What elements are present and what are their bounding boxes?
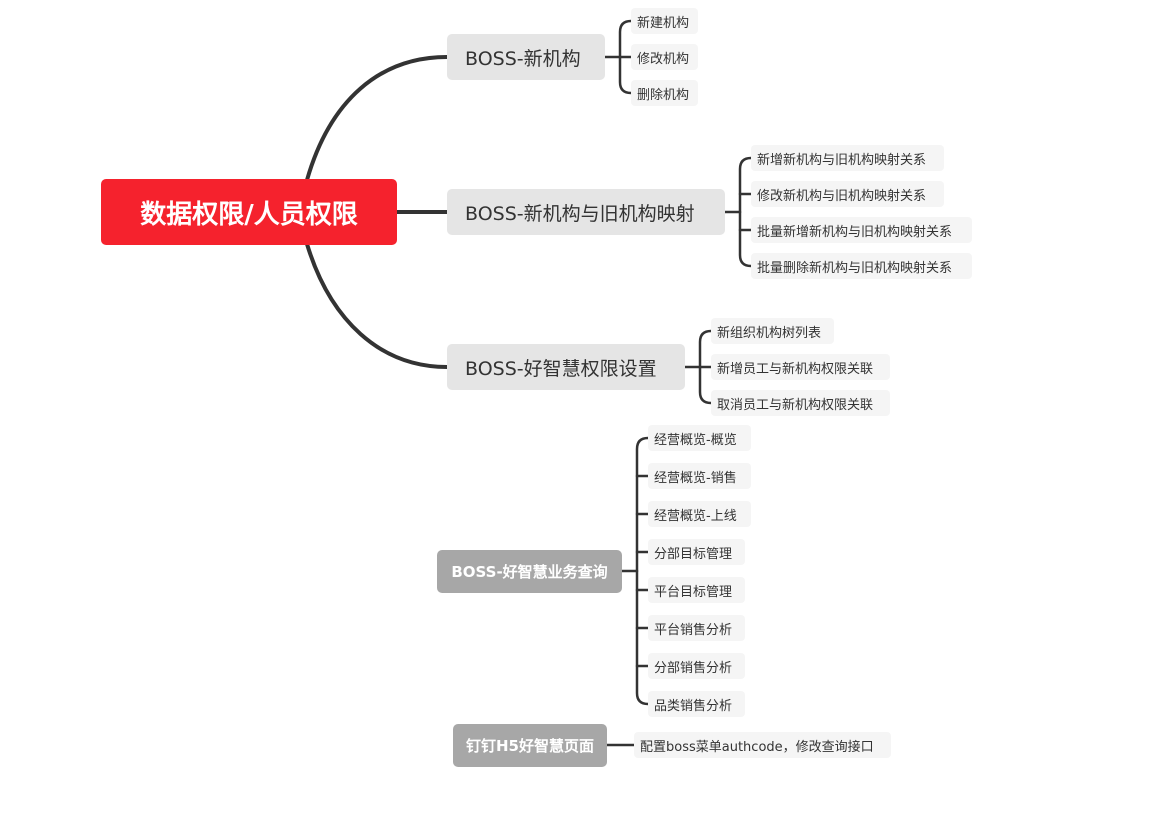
root-topic[interactable]: 数据权限/人员权限 (101, 179, 397, 245)
leaf-label: 批量新增新机构与旧机构映射关系 (757, 224, 953, 240)
leaf-topic[interactable]: 取消员工与新机构权限关联 (711, 390, 890, 416)
leaf-topic[interactable]: 批量新增新机构与旧机构映射关系 (751, 217, 972, 243)
leaf-label: 品类销售分析 (654, 698, 733, 714)
leaf-label: 经营概览-概览 (654, 432, 737, 448)
leaf-label: 删除机构 (637, 87, 690, 103)
branch-label: BOSS-好智慧业务查询 (451, 563, 608, 581)
leaf-topic[interactable]: 新增员工与新机构权限关联 (711, 354, 890, 380)
leaf-topic[interactable]: 新增新机构与旧机构映射关系 (751, 145, 944, 171)
leaf-topic[interactable]: 删除机构 (631, 80, 698, 106)
leaf-topic[interactable]: 新建机构 (631, 8, 698, 34)
leaf-topic[interactable]: 新组织机构树列表 (711, 318, 834, 344)
leaf-label: 新建机构 (637, 15, 690, 31)
leaf-topic[interactable]: 平台销售分析 (648, 615, 745, 641)
leaf-topic[interactable]: 分部目标管理 (648, 539, 745, 565)
leaf-topic[interactable]: 修改新机构与旧机构映射关系 (751, 181, 944, 207)
leaf-label: 分部目标管理 (654, 546, 733, 562)
leaf-label: 平台销售分析 (654, 622, 733, 638)
leaf-label: 新组织机构树列表 (717, 325, 822, 341)
leaf-topic[interactable]: 经营概览-销售 (648, 463, 751, 489)
leaf-label: 修改新机构与旧机构映射关系 (757, 188, 927, 204)
branch-boss-org-mapping[interactable]: BOSS-新机构与旧机构映射 (447, 189, 725, 235)
leaf-topic[interactable]: 批量删除新机构与旧机构映射关系 (751, 253, 972, 279)
leaf-label: 配置boss菜单authcode，修改查询接口 (640, 739, 874, 755)
branch-label: BOSS-新机构 (465, 47, 581, 70)
leaf-label: 修改机构 (637, 51, 690, 67)
leaf-label: 新增新机构与旧机构映射关系 (757, 152, 927, 168)
leaf-topic[interactable]: 品类销售分析 (648, 691, 745, 717)
branch-dingtalk-h5-page[interactable]: 钉钉H5好智慧页面 (453, 724, 607, 767)
leaf-label: 经营概览-上线 (654, 508, 737, 524)
leaf-label: 批量删除新机构与旧机构映射关系 (757, 260, 953, 276)
leaf-label: 新增员工与新机构权限关联 (717, 361, 874, 377)
branch-label: BOSS-好智慧权限设置 (465, 357, 657, 380)
branch-boss-new-org[interactable]: BOSS-新机构 (447, 34, 605, 80)
leaf-topic[interactable]: 分部销售分析 (648, 653, 745, 679)
leaf-topic[interactable]: 经营概览-上线 (648, 501, 751, 527)
branch-label: BOSS-新机构与旧机构映射 (465, 202, 695, 225)
leaf-topic[interactable]: 平台目标管理 (648, 577, 745, 603)
leaf-label: 分部销售分析 (654, 660, 733, 676)
leaf-topic[interactable]: 修改机构 (631, 44, 698, 70)
branch-boss-permission-settings[interactable]: BOSS-好智慧权限设置 (447, 344, 685, 390)
root-topic-label: 数据权限/人员权限 (140, 199, 358, 230)
branch-label: 钉钉H5好智慧页面 (466, 737, 594, 755)
leaf-label: 取消员工与新机构权限关联 (717, 397, 874, 413)
leaf-label: 平台目标管理 (654, 584, 733, 600)
leaf-topic[interactable]: 经营概览-概览 (648, 425, 751, 451)
branch-boss-business-query[interactable]: BOSS-好智慧业务查询 (437, 550, 622, 593)
leaf-topic[interactable]: 配置boss菜单authcode，修改查询接口 (634, 732, 891, 758)
leaf-label: 经营概览-销售 (654, 470, 737, 486)
